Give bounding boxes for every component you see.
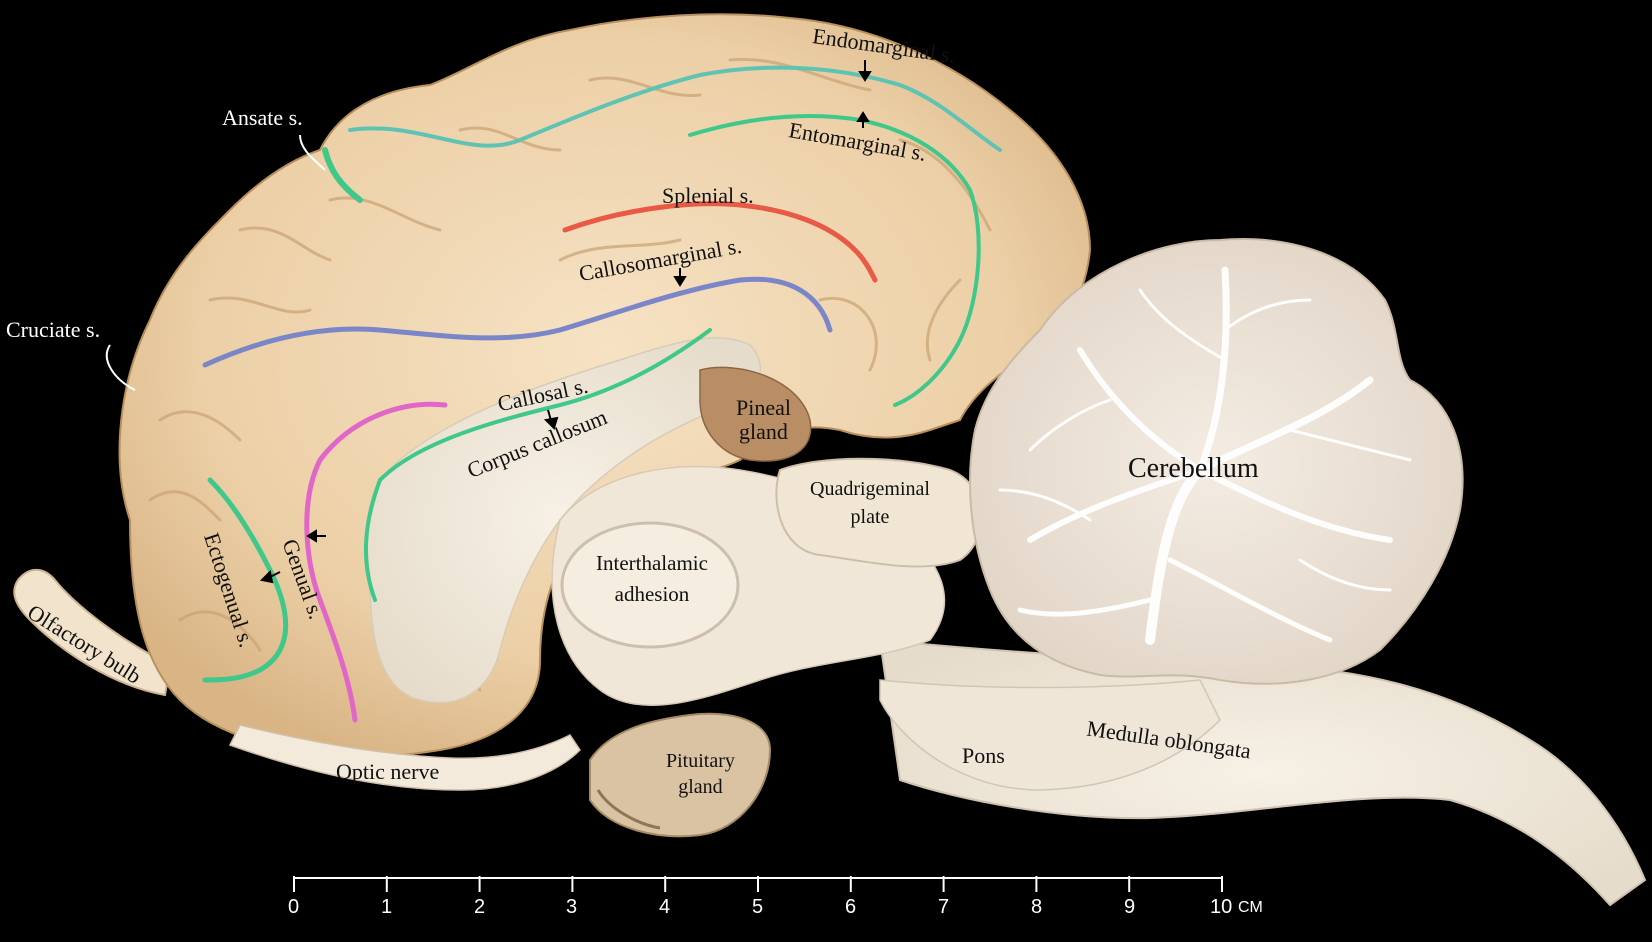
scale-tick-5: 5 xyxy=(752,896,764,918)
scale-tick-8: 8 xyxy=(1031,896,1043,918)
leader-lines xyxy=(105,134,326,391)
sulci-overlays xyxy=(202,65,1002,723)
pineal-shape xyxy=(699,366,812,462)
label-quadrigeminal-line1: Quadrigeminal xyxy=(810,478,930,500)
ectogenual-line xyxy=(202,477,289,683)
callosal-lower-line xyxy=(363,478,382,602)
scale-bar xyxy=(293,876,1223,892)
optic-nerve-shape xyxy=(228,724,581,791)
scale-unit: CM xyxy=(1238,899,1263,916)
gyri-texture xyxy=(148,57,992,692)
label-interthalamic: Interthalamic adhesion xyxy=(596,551,708,607)
pointer-arrows xyxy=(259,60,872,584)
label-pineal: Pineal gland xyxy=(736,395,791,445)
label-pituitary: Pituitary gland xyxy=(666,750,735,798)
ansate-line xyxy=(322,147,363,203)
scale-tick-10: 10 xyxy=(1210,896,1233,918)
scale-tick-9: 9 xyxy=(1124,896,1136,918)
label-interthalamic-line2: adhesion xyxy=(614,582,690,607)
label-quadrigeminal-line2: plate xyxy=(850,506,890,528)
label-pons: Pons xyxy=(962,743,1005,768)
label-quadrigeminal: Quadrigeminal plate xyxy=(810,478,930,528)
label-pituitary-line2: gland xyxy=(678,776,723,798)
label-cruciate: Cruciate s. xyxy=(6,317,101,342)
label-pineal-line2: gland xyxy=(739,419,788,445)
genual-line xyxy=(304,401,448,723)
pons-shape xyxy=(879,679,1221,791)
quadrigeminal-shape xyxy=(775,457,983,568)
pituitary-shape xyxy=(589,712,772,838)
arbor-vitae xyxy=(998,266,1412,645)
label-pituitary-line1: Pituitary xyxy=(666,750,735,772)
corpus-callosum-shape xyxy=(366,337,761,704)
scale-tick-3: 3 xyxy=(566,896,578,918)
scale-tick-0: 0 xyxy=(288,896,300,918)
label-splenial: Splenial s. xyxy=(662,183,754,208)
label-cerebellum: Cerebellum xyxy=(1128,453,1259,484)
scale-tick-6: 6 xyxy=(845,896,857,918)
splenial-line xyxy=(562,201,878,283)
scale-tick-2: 2 xyxy=(474,896,486,918)
scale-tick-1: 1 xyxy=(381,896,393,918)
label-interthalamic-line1: Interthalamic xyxy=(596,551,708,575)
scale-tick-7: 7 xyxy=(938,896,950,918)
interthalamic-adhesion-shape xyxy=(560,521,740,649)
label-optic: Optic nerve xyxy=(336,759,440,784)
label-ansate: Ansate s. xyxy=(222,105,303,130)
callosal-line xyxy=(378,328,712,482)
label-pineal-line1: Pineal xyxy=(736,395,791,420)
endomarginal-line xyxy=(348,65,1002,152)
scale-tick-4: 4 xyxy=(659,896,671,918)
callosomarginal-line xyxy=(202,276,833,368)
entomarginal-line xyxy=(688,113,981,407)
